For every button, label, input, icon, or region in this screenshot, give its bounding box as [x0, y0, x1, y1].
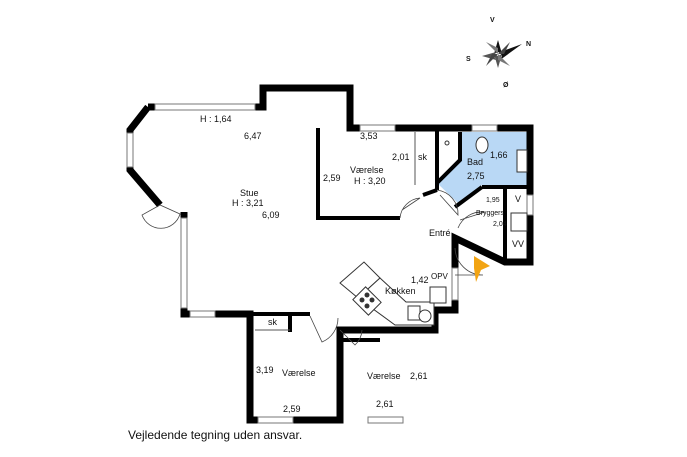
- stove-burner: [364, 303, 370, 309]
- window: [526, 194, 534, 216]
- stove: [352, 286, 382, 316]
- vaerelse1-width: 3,53: [360, 131, 378, 141]
- compass-v-label: V: [490, 17, 495, 24]
- vaerelse1-closet-dim: 2,01: [392, 152, 410, 162]
- wall-entry-west: [422, 188, 438, 197]
- vaerelse1-closet: sk: [418, 152, 428, 162]
- compass-n-label: N: [526, 41, 531, 48]
- bryggers-dim1: 1,95: [486, 197, 500, 204]
- window: [367, 416, 404, 424]
- bad-dim1: 2,75: [467, 171, 485, 181]
- shower-drain: [444, 140, 450, 146]
- bad-dim2: 1,66: [490, 150, 508, 160]
- entry-arrow-icon: [474, 256, 490, 282]
- exhaust-fan: [418, 309, 432, 323]
- stue-name: Stue: [240, 188, 259, 198]
- door-vaerelse1: [399, 197, 421, 219]
- stue-top-height: H : 1,64: [200, 114, 232, 124]
- opv-appliance: [429, 286, 447, 304]
- compass-o-label: Ø: [503, 82, 509, 89]
- vaerelse3-name: Værelse: [367, 371, 401, 381]
- entre-name: Entré: [429, 228, 451, 238]
- window: [359, 124, 396, 132]
- door-vaerelse3: [339, 329, 363, 346]
- stove-burner: [359, 297, 365, 303]
- vaerelse3-dim1: 2,61: [410, 371, 428, 381]
- vaerelse2-name: Værelse: [282, 368, 316, 378]
- vaerelse1-height: H : 3,20: [354, 176, 386, 186]
- window: [154, 103, 256, 111]
- stue-top-width: 6,47: [244, 131, 262, 141]
- outer-wall-west: [126, 104, 163, 208]
- sink: [407, 305, 421, 321]
- bryggers-dim2: 2,04: [493, 221, 507, 228]
- compass-s-label: S: [466, 56, 471, 63]
- wall-bad: [435, 132, 462, 185]
- door-vaerelse2: [309, 315, 339, 343]
- window: [451, 267, 459, 301]
- vaerelse3-dim2: 2,61: [376, 399, 394, 409]
- bryggers-v: V: [515, 194, 521, 204]
- door-bryggers: [457, 211, 486, 229]
- disclaimer-text: Vejledende tegning uden ansvar.: [128, 428, 303, 442]
- bryggers-sink: [510, 212, 528, 232]
- vaerelse1-depth: 2,59: [323, 173, 341, 183]
- toilet: [475, 136, 489, 154]
- window: [189, 310, 216, 318]
- window: [471, 124, 498, 132]
- stue-height: H : 3,21: [232, 198, 264, 208]
- vaerelse1-name: Værelse: [350, 165, 384, 175]
- vaerelse2-closet: sk: [268, 317, 278, 327]
- vaerelse2-dim1: 3,19: [256, 365, 274, 375]
- bad-name: Bad: [467, 157, 483, 167]
- bryggers-name: Bryggers: [476, 210, 505, 217]
- wall-bryggers: [453, 185, 484, 209]
- vaerelse2-dim2: 2,59: [283, 404, 301, 414]
- door-entry: [454, 247, 484, 276]
- door-stue: [141, 204, 181, 229]
- window: [126, 132, 134, 168]
- window: [180, 217, 188, 309]
- stue-width: 6,09: [262, 210, 280, 220]
- washbasin: [516, 149, 528, 173]
- kokken-dim: 1,42: [411, 275, 429, 285]
- stove-burner: [369, 297, 375, 303]
- window: [257, 416, 294, 424]
- kokken-opv: OPV: [431, 272, 449, 281]
- compass-rose-icon: [482, 40, 522, 68]
- kokken-name: Køkken: [385, 286, 416, 296]
- wall-vaerelse1: [316, 128, 400, 220]
- bryggers-vv: VV: [512, 239, 524, 249]
- door-bad: [436, 189, 459, 216]
- stove-burner: [364, 292, 370, 298]
